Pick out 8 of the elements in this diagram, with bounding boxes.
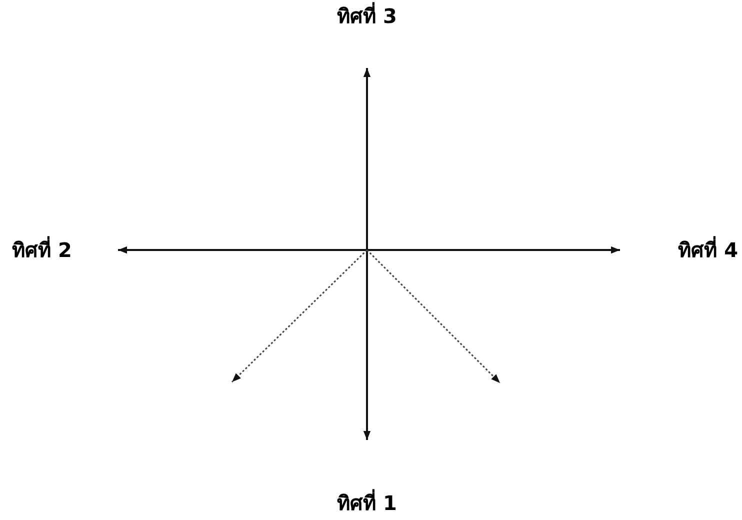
arrow — [363, 250, 371, 440]
direction-label: ทิศที่ 4 — [678, 238, 738, 262]
arrow — [367, 246, 620, 254]
direction-label: ทิศที่ 1 — [337, 491, 397, 516]
direction-label: ทิศที่ 3 — [337, 4, 397, 29]
arrow — [118, 246, 367, 254]
arrow — [363, 68, 371, 250]
direction-label: ทิศที่ 2 — [12, 238, 72, 262]
